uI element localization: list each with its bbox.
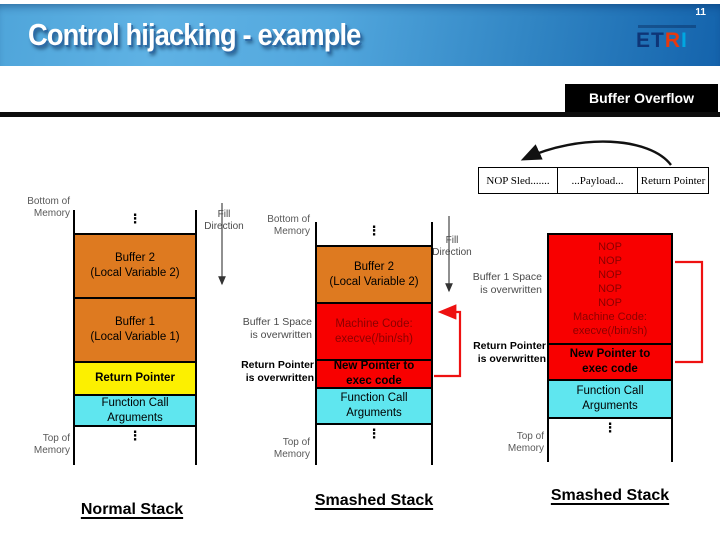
top-of-memory-label: Top of Memory: [507, 431, 544, 454]
buffer-overwritten-label: Buffer 1 Space is overwritten: [242, 316, 312, 341]
stack-top-gap: ⋮: [315, 222, 433, 245]
etri-tagline-bar: [638, 25, 696, 28]
ellipsis-dots: ⋮: [603, 421, 617, 436]
ellipsis-dots: ⋮: [367, 427, 381, 442]
ellipsis-dots: ⋮: [128, 212, 142, 227]
fill-direction-label: Fill Direction: [204, 209, 244, 232]
return-pointer-overwritten-label: Return Pointer is overwritten: [241, 359, 314, 384]
payload-return-arrow: [520, 140, 672, 166]
caption-smashed-stack-1: Smashed Stack: [314, 492, 434, 509]
etri-logo: ETRI: [636, 25, 696, 51]
stack-cell-machine-code: Machine Code: execve(/bin/sh): [315, 302, 433, 359]
payload-table: NOP Sled....... ...Payload... Return Poi…: [478, 167, 709, 194]
payload-table-cell-return-pointer: Return Pointer: [640, 174, 706, 187]
stack-bottom-gap: ⋮: [315, 425, 433, 465]
slide-title: Control hijacking - example: [28, 17, 361, 52]
etri-logo-text: ETRI: [636, 30, 696, 51]
header-bar: Control hijacking - example 11 ETRI: [0, 4, 720, 66]
exec-jump-bracket-smashed2: [675, 260, 704, 364]
smashed-stack2-diagram: NOP NOP NOP NOP NOP Machine Code: execve…: [547, 233, 673, 462]
stack-cell-nop-sled: NOP NOP NOP NOP NOP Machine Code: execve…: [547, 233, 673, 343]
caption-normal-stack: Normal Stack: [80, 501, 184, 518]
ellipsis-dots: ⋮: [128, 429, 142, 444]
stack-cell-function-args: Function Call Arguments: [547, 379, 673, 419]
stack-cell-return-pointer: Return Pointer: [73, 361, 197, 394]
buffer-overwritten-label: Buffer 1 Space is overwritten: [472, 271, 542, 296]
stack-bottom-gap: ⋮: [547, 419, 673, 462]
bottom-of-memory-label: Bottom of Memory: [267, 214, 310, 237]
payload-table-cell-payload: ...Payload...: [558, 168, 638, 193]
section-tag: Buffer Overflow: [565, 84, 718, 112]
caption-smashed-stack-2: Smashed Stack: [550, 487, 670, 504]
stack-top-gap: ⋮: [73, 210, 197, 233]
ellipsis-dots: ⋮: [367, 224, 381, 239]
bottom-of-memory-label: Bottom of Memory: [27, 196, 70, 219]
stack-cell-buffer2: Buffer 2 (Local Variable 2): [73, 233, 197, 297]
return-pointer-overwritten-label: Return Pointer is overwritten: [473, 340, 546, 365]
top-of-memory-label: Top of Memory: [273, 437, 310, 460]
etri-letter-blue: I: [681, 29, 688, 52]
stack-cell-buffer2: Buffer 2 (Local Variable 2): [315, 245, 433, 302]
normal-stack-diagram: ⋮ Buffer 2 (Local Variable 2) Buffer 1 (…: [73, 210, 197, 465]
stack-cell-new-pointer: New Pointer to exec code: [315, 359, 433, 387]
smashed-stack1-diagram: ⋮ Buffer 2 (Local Variable 2) Machine Co…: [315, 222, 433, 465]
stack-cell-new-pointer: New Pointer to exec code: [547, 343, 673, 379]
page-number: 11: [695, 7, 706, 18]
stack-cell-buffer1: Buffer 1 (Local Variable 1): [73, 297, 197, 361]
stack-cell-function-args: Function Call Arguments: [73, 394, 197, 427]
exec-jump-arrow-smashed1: [434, 304, 462, 378]
stack-cell-function-args: Function Call Arguments: [315, 387, 433, 425]
fill-direction-label: Fill Direction: [432, 235, 472, 258]
etri-letters-dark: ET: [636, 29, 665, 52]
divider-line: [0, 112, 720, 117]
etri-letter-red: R: [664, 29, 682, 52]
top-of-memory-label: Top of Memory: [33, 433, 70, 456]
stack-bottom-gap: ⋮: [73, 427, 197, 465]
payload-table-cell-nop-sled: NOP Sled.......: [479, 168, 558, 193]
